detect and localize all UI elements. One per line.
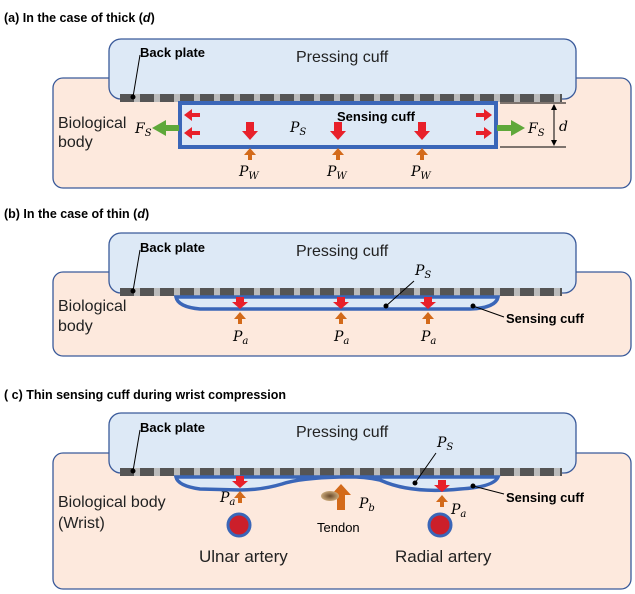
panel-a: (a) In the case of thick (d) Back plate … — [4, 11, 632, 189]
panel-c-orange-arrow-up-2 — [436, 495, 448, 507]
panel-a-red-arrow-down-1 — [242, 122, 258, 140]
panel-b-back-plate-leader — [132, 249, 141, 292]
panel-a-red-arrow-down-2 — [330, 122, 346, 140]
panel-c-ps-label: PS — [436, 435, 453, 453]
panel-a-red-arrow-right-top — [476, 109, 492, 121]
panel-b-pa-label-1: Pa — [232, 329, 248, 347]
panel-c-tendon-label: Tendon — [317, 520, 360, 535]
panel-b-ps-leader — [385, 280, 415, 307]
panel-c-sensing-cuff-label: Sensing cuff — [506, 490, 585, 505]
panel-c-body-label-2: (Wrist) — [58, 515, 105, 532]
panel-b-sensing-cuff-label: Sensing cuff — [506, 311, 585, 326]
panel-a-back-plate — [120, 94, 562, 102]
panel-b-back-plate-label: Back plate — [140, 240, 205, 255]
panel-c-tendon-shape — [321, 491, 339, 501]
panel-a-fs-right-arrow — [497, 120, 525, 136]
panel-b: (b) In the case of thin (d) Back plate P… — [4, 207, 632, 357]
panel-b-ps-label: PS — [414, 263, 431, 281]
panel-b-pa-label-3: Pa — [420, 329, 436, 347]
panel-c-pb-label: Pb — [358, 496, 375, 514]
panel-b-back-plate-dot — [130, 288, 136, 294]
panel-a-orange-arrow-up-2 — [332, 148, 344, 160]
panel-b-body-label-2: body — [58, 318, 93, 335]
panel-c-heading: ( c) Thin sensing cuff during wrist comp… — [4, 388, 286, 402]
panel-c-pressing-cuff-label: Pressing cuff — [296, 424, 389, 441]
panel-a-orange-arrow-up-3 — [416, 148, 428, 160]
panel-a-back-plate-leader — [132, 54, 141, 98]
panel-a-red-arrow-right-bottom — [476, 127, 492, 139]
panel-a-d-arrow-down — [551, 140, 557, 146]
panel-b-body-label-1: Biological — [58, 298, 126, 315]
panel-c-ps-leader — [414, 452, 437, 484]
panel-a-pw-label-3: PW — [410, 164, 431, 182]
panel-c-orange-arrow-up-1 — [234, 491, 246, 503]
panel-b-orange-arrow-up-1 — [234, 312, 246, 324]
panel-c-ps-dot — [412, 480, 418, 486]
panel-b-red-arrow-down-1 — [232, 297, 248, 309]
panel-a-pw-label-2: PW — [326, 164, 347, 182]
panel-a-orange-arrow-up-1 — [244, 148, 256, 160]
panel-a-back-plate-label: Back plate — [140, 45, 205, 60]
panel-b-pa-label-2: Pa — [333, 329, 349, 347]
panel-a-d-label: d — [559, 119, 568, 135]
panel-b-sensing-leader — [472, 305, 505, 318]
panel-b-heading: (b) In the case of thin (d) — [4, 207, 149, 221]
panel-a-ps-label: PS — [289, 120, 306, 138]
panel-a-sensing-cuff-label: Sensing cuff — [337, 109, 416, 124]
panel-b-red-arrow-down-2 — [333, 297, 349, 309]
panel-a-d-arrow-up — [551, 104, 557, 110]
panel-b-orange-arrow-up-2 — [335, 312, 347, 324]
panel-a-red-arrow-left-top — [184, 109, 200, 121]
panel-a-heading: (a) In the case of thick (d) — [4, 11, 155, 25]
panel-b-back-plate — [120, 288, 562, 296]
panel-c-pa-label-2: Pa — [450, 502, 466, 520]
panel-c-ulnar-label: Ulnar artery — [199, 547, 288, 566]
panel-a-back-plate-dot — [130, 94, 136, 100]
panel-a-pw-label-1: PW — [238, 164, 259, 182]
panel-a-fs-left-arrow — [152, 120, 179, 136]
panel-c-back-plate-leader — [132, 429, 141, 472]
panel-b-red-arrow-down-3 — [420, 297, 436, 309]
panel-c-ulnar-artery-icon — [226, 512, 252, 538]
panel-c: ( c) Thin sensing cuff during wrist comp… — [4, 388, 632, 590]
panel-c-radial-artery-icon — [427, 512, 453, 538]
panel-a-pressing-cuff-label: Pressing cuff — [296, 49, 389, 66]
panel-c-radial-label: Radial artery — [395, 547, 492, 566]
panel-b-pressing-cuff-label: Pressing cuff — [296, 243, 389, 260]
panel-c-body-label-1: Biological body — [58, 494, 166, 511]
panel-a-fs-left-label: FS — [134, 121, 152, 139]
panel-c-red-arrow-down-2 — [434, 480, 450, 492]
panel-c-back-plate-label: Back plate — [140, 420, 205, 435]
panel-c-tendon-arrow — [331, 484, 351, 510]
panel-a-fs-right-label: FS — [527, 121, 545, 139]
panel-c-red-arrow-down-1 — [232, 476, 248, 488]
panel-c-back-plate-dot — [130, 468, 136, 474]
panel-a-red-arrow-down-3 — [414, 122, 430, 140]
panel-b-orange-arrow-up-3 — [422, 312, 434, 324]
panel-a-red-arrow-left-bottom — [184, 127, 200, 139]
panel-a-body-label-1: Biological — [58, 115, 126, 132]
panel-c-sensing-leader — [472, 485, 505, 495]
panel-c-back-plate — [120, 468, 562, 476]
panel-c-pa-label-1: Pa — [219, 490, 235, 508]
panel-b-ps-dot — [383, 303, 389, 309]
panel-a-body-label-2: body — [58, 134, 93, 151]
